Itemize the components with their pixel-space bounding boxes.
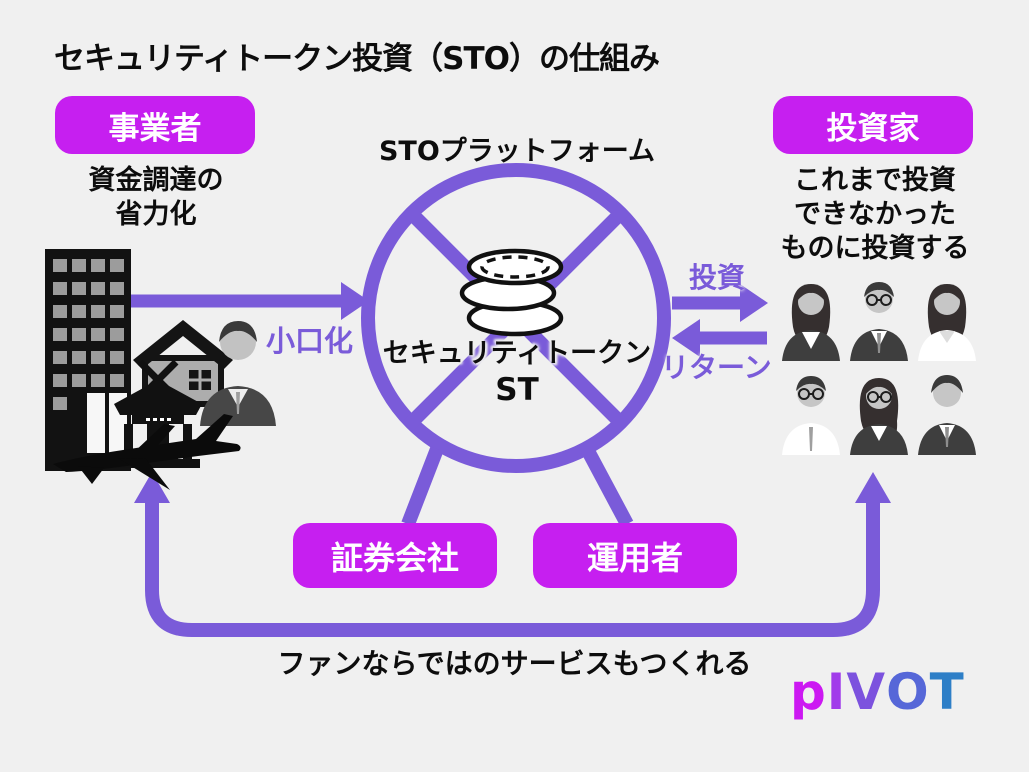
operator-connector-line bbox=[580, 445, 634, 528]
investor-avatar-woman-white-blouse bbox=[918, 284, 976, 361]
token-line: セキュリティトークン bbox=[382, 338, 652, 369]
business-operator-badge: 事業者 bbox=[55, 96, 255, 154]
logo-letter: p bbox=[790, 663, 827, 721]
building-icon bbox=[45, 249, 131, 471]
page-title: セキュリティトークン投資（STO）の仕組み bbox=[54, 41, 660, 77]
pivot-logo: pIVOT bbox=[790, 666, 965, 718]
investor-avatar-woman-long-hair bbox=[782, 284, 840, 361]
invest-label: 投資 bbox=[689, 261, 746, 294]
securities-connector-line bbox=[401, 446, 444, 527]
caption-line: 資金調達の bbox=[88, 165, 224, 196]
platform-circle-outline bbox=[361, 163, 671, 473]
caption-line: できなかった bbox=[794, 199, 956, 230]
caption-line: ものに投資する bbox=[780, 233, 970, 264]
token-line: ST bbox=[495, 372, 539, 408]
invest-arrow bbox=[672, 284, 768, 322]
fractionalize-arrow bbox=[112, 282, 369, 320]
investor-avatar-man-glasses-shirt bbox=[782, 376, 840, 455]
fund-operator-badge: 運用者 bbox=[533, 523, 737, 588]
logo-letter: V bbox=[846, 663, 887, 721]
caption-line: 省力化 bbox=[115, 199, 197, 230]
investor-caption: これまで投資 できなかった ものに投資する bbox=[760, 164, 990, 266]
fractionalize-label: 小口化 bbox=[266, 324, 354, 358]
logo-letter: T bbox=[929, 663, 965, 721]
businessman-icon bbox=[200, 321, 276, 426]
securities-company-badge: 証券会社 bbox=[293, 523, 497, 588]
security-token-label: セキュリティトークン ST bbox=[364, 336, 670, 408]
logo-letter: O bbox=[886, 663, 930, 721]
investor-badge: 投資家 bbox=[773, 96, 973, 154]
return-arrow bbox=[672, 319, 767, 357]
investor-avatar-man-suit bbox=[918, 375, 976, 455]
return-label: リターン bbox=[661, 351, 772, 384]
business-operator-caption: 資金調達の 省力化 bbox=[45, 164, 267, 232]
airplane-icon bbox=[53, 414, 241, 490]
caption-line: これまで投資 bbox=[794, 165, 956, 196]
fan-service-caption: ファンならではのサービスもつくれる bbox=[277, 647, 752, 680]
logo-letter: I bbox=[826, 663, 847, 721]
fan-service-loop-arrow bbox=[134, 472, 891, 637]
platform-label: STOプラットフォーム bbox=[378, 136, 655, 167]
coins-icon bbox=[459, 248, 564, 337]
investor-avatar-woman-glasses-suit bbox=[850, 378, 908, 455]
investor-group bbox=[780, 271, 978, 455]
investor-avatar-man-glasses-suit bbox=[850, 282, 908, 361]
